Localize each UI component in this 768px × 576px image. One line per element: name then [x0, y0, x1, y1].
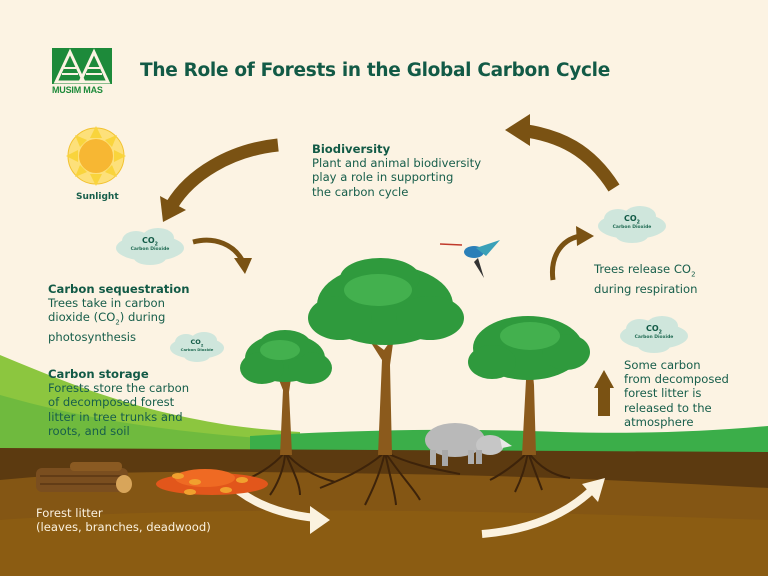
cloud-icon: CO2 Carbon Dioxide [634, 324, 674, 340]
page-title: The Role of Forests in the Global Carbon… [140, 60, 610, 81]
forest-litter-label: Forest litter (leaves, branches, deadwoo… [36, 506, 211, 535]
sunlight-label: Sunlight [76, 192, 119, 202]
biodiversity-label: Biodiversity Plant and animal biodiversi… [312, 142, 482, 199]
cloud-shapes [116, 206, 688, 362]
tree-left [240, 330, 332, 455]
decomposition-label: Some carbon from decomposed forest litte… [624, 358, 729, 429]
cloud-icon: CO2 Carbon Dioxide [180, 338, 214, 352]
arrow-sequestration [192, 237, 246, 264]
arrow-top-left [166, 138, 279, 209]
rhino-icon [425, 423, 512, 466]
logo-text: MUSIM MAS [52, 85, 103, 95]
sequestration-label: Carbon sequestration Trees take in carbo… [48, 282, 190, 344]
leaf-pile-icon [156, 469, 268, 495]
respiration-label: Trees release CO2 during respiration [594, 262, 698, 296]
logs-icon [36, 462, 132, 493]
roots [234, 451, 571, 506]
cloud-icon: CO2 Carbon Dioxide [612, 214, 652, 230]
sun-icon [66, 126, 126, 186]
arrow-top-right [519, 123, 620, 192]
arrow-soil-right [481, 487, 595, 538]
cloud-icon: CO2 Carbon Dioxide [130, 236, 170, 252]
arrow-up [598, 386, 610, 416]
logo: MUSIM MAS [52, 48, 114, 95]
tree-center [308, 258, 464, 455]
arrow-respiration [549, 233, 581, 281]
logo-mark-icon [52, 48, 112, 84]
hummingbird-icon [439, 240, 500, 278]
storage-label: Carbon storage Forests store the carbon … [48, 367, 190, 438]
tree-right [468, 316, 590, 455]
